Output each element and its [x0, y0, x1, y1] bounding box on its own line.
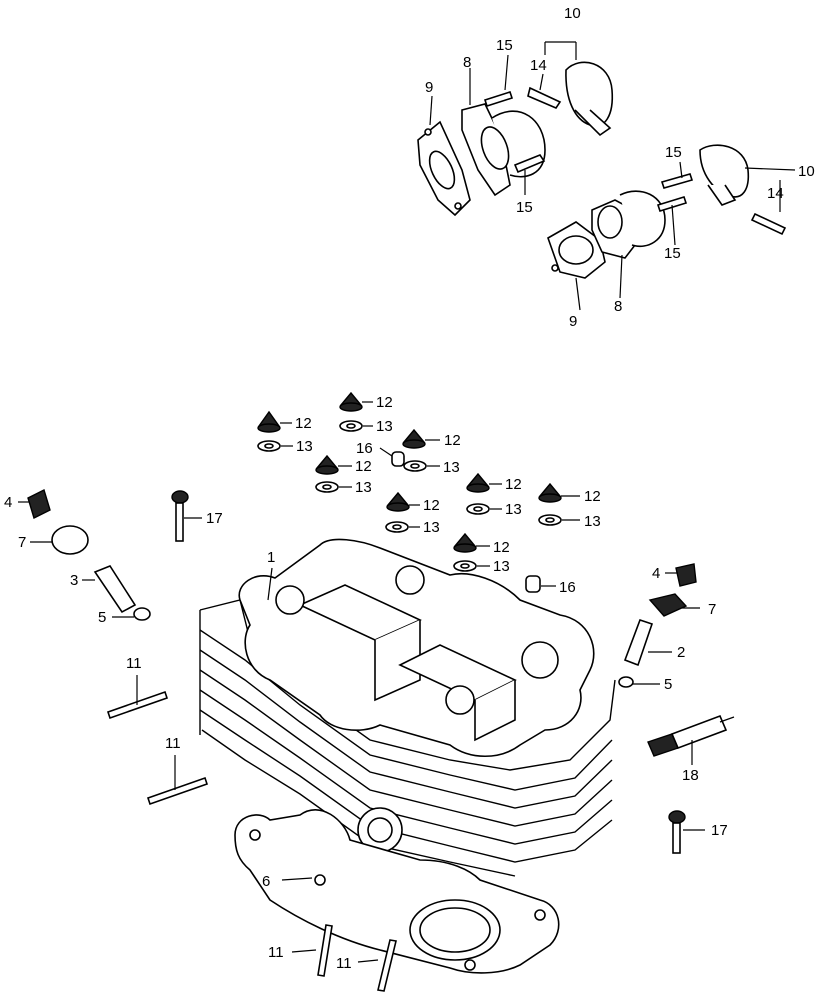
callout-14: 14: [767, 185, 784, 202]
callout-5: 5: [98, 609, 106, 626]
stud-lower-left: [317, 924, 333, 977]
callout-12: 12: [444, 432, 461, 449]
intake-clamp-right: [699, 144, 750, 198]
cap-nuts-and-washers: [257, 391, 562, 593]
callout-4: 4: [652, 565, 660, 582]
callout-11: 11: [165, 735, 181, 752]
callout-15: 15: [664, 245, 681, 262]
valve-guide-2: [623, 618, 654, 667]
callout-5: 5: [664, 676, 672, 693]
dowel-pin: [391, 451, 405, 467]
bolt-17-lower: [668, 810, 686, 854]
callout-3: 3: [70, 572, 78, 589]
callout-13: 13: [423, 519, 440, 536]
callout-13: 13: [376, 418, 393, 435]
callout-11: 11: [126, 655, 142, 672]
callout-16: 16: [559, 579, 576, 596]
callout-16: 16: [356, 440, 373, 457]
callout-11: 11: [336, 955, 352, 972]
tappet-adjusting-cap-left: [27, 489, 51, 519]
valve-parts-left: [27, 489, 151, 621]
valve-guide-seal-left: [51, 525, 89, 555]
callout-12: 12: [355, 458, 372, 475]
intake-assembly-left: [417, 61, 614, 217]
callout-15: 15: [496, 37, 513, 54]
spark-plug: [647, 714, 735, 757]
callout-12: 12: [584, 488, 601, 505]
callout-13: 13: [296, 438, 313, 455]
callout-7: 7: [708, 601, 716, 618]
cylinder-head: [199, 538, 616, 877]
dowel-pin: [525, 575, 541, 593]
callout-12: 12: [295, 415, 312, 432]
callout-9: 9: [425, 79, 433, 96]
callout-12: 12: [376, 394, 393, 411]
callout-8: 8: [463, 54, 471, 71]
callout-12: 12: [505, 476, 522, 493]
callout-6: 6: [262, 873, 270, 890]
callout-17: 17: [711, 822, 728, 839]
callout-15: 15: [516, 199, 533, 216]
callout-7: 7: [18, 534, 26, 551]
stud-middle: [146, 776, 209, 806]
o-ring-left: [133, 607, 151, 621]
callout-9: 9: [569, 313, 577, 330]
callout-13: 13: [505, 501, 522, 518]
intake-assembly-right: [547, 144, 787, 279]
callout-14: 14: [530, 57, 547, 74]
callout-labels: 10 15 14 8 9 15 15 10 14 15 9 8 12 13 12…: [4, 5, 815, 972]
stud-lower-right: [377, 939, 397, 992]
callout-17: 17: [206, 510, 223, 527]
callout-13: 13: [584, 513, 601, 530]
callout-10: 10: [798, 163, 815, 180]
callout-15: 15: [665, 144, 682, 161]
valve-guide-seal-right: [648, 593, 688, 617]
bolt-17-upper: [171, 490, 189, 542]
callout-2: 2: [677, 644, 685, 661]
valve-guide-3: [93, 565, 137, 614]
callout-13: 13: [443, 459, 460, 476]
callout-12: 12: [493, 539, 510, 556]
callout-4: 4: [4, 494, 12, 511]
callout-18: 18: [682, 767, 699, 784]
callout-8: 8: [614, 298, 622, 315]
callout-13: 13: [355, 479, 372, 496]
callout-12: 12: [423, 497, 440, 514]
valve-parts-right: [618, 563, 697, 688]
tappet-adjusting-cap-right: [675, 563, 697, 587]
callout-11: 11: [268, 944, 284, 961]
callout-13: 13: [493, 558, 510, 575]
callout-1: 1: [267, 549, 275, 566]
o-ring-right: [618, 676, 634, 688]
callout-10: 10: [564, 5, 581, 22]
